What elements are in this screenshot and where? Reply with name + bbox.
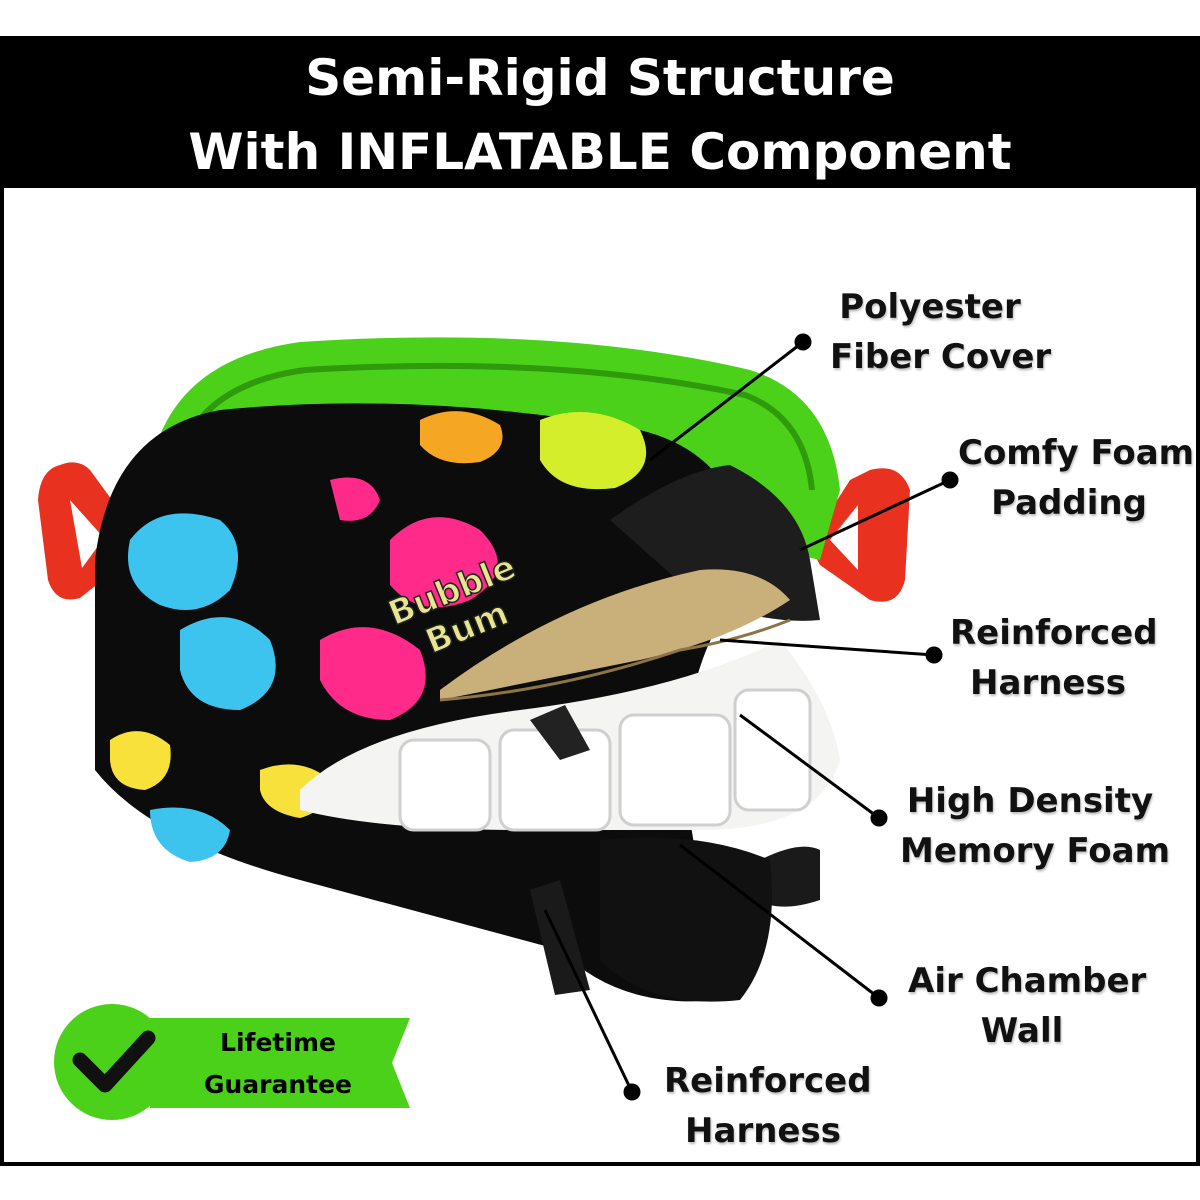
callout-line: Comfy Foam [958, 433, 1195, 473]
brand-logo: Bubble Bum [382, 546, 522, 663]
guarantee-label: Lifetime Guarantee [168, 1022, 388, 1106]
leader-lines [543, 333, 959, 1101]
callout-line: Polyester [839, 287, 1021, 327]
seat-body [95, 403, 745, 1002]
harness-strap-lower [530, 880, 590, 995]
title-line-1: Semi-Rigid Structure [305, 49, 895, 107]
title-banner [0, 36, 1200, 188]
callout-line: High Density [906, 781, 1154, 821]
callout-line: Wall [980, 1011, 1064, 1051]
callout-line: Air Chamber [908, 961, 1147, 1001]
callout-line: Memory Foam [900, 831, 1171, 871]
harness-strap-inner [530, 705, 590, 760]
harness-strap-right [760, 846, 820, 907]
callout-reinforced-harness-upper: Reinforced Harness [950, 608, 1158, 708]
callout-line: Harness [685, 1111, 841, 1151]
callout-reinforced-harness-lower: Reinforced Harness [664, 1056, 872, 1156]
splash-pattern [110, 411, 647, 862]
callout-line: Reinforced [950, 613, 1158, 653]
callout-line: Padding [991, 483, 1147, 523]
checkmark-icon [72, 1030, 156, 1093]
callout-air-chamber-wall: Air Chamber Wall [908, 956, 1147, 1056]
guarantee-line-2: Guarantee [203, 1070, 353, 1099]
callout-high-density-memory-foam: High Density Memory Foam [900, 776, 1171, 876]
air-chamber-wall [600, 837, 772, 1002]
callout-line: Fiber Cover [830, 337, 1052, 377]
callout-line: Harness [970, 663, 1126, 703]
comfy-foam-padding [440, 569, 790, 700]
guarantee-line-1: Lifetime [220, 1028, 336, 1057]
title-line-2: With INFLATABLE Component [188, 123, 1012, 181]
callout-comfy-foam-padding: Comfy Foam Padding [958, 428, 1195, 528]
callout-line: Reinforced [664, 1061, 872, 1101]
right-red-clip [814, 468, 910, 602]
callout-polyester-fiber-cover: Polyester Fiber Cover [830, 282, 1052, 382]
guarantee-badge [54, 1004, 410, 1120]
